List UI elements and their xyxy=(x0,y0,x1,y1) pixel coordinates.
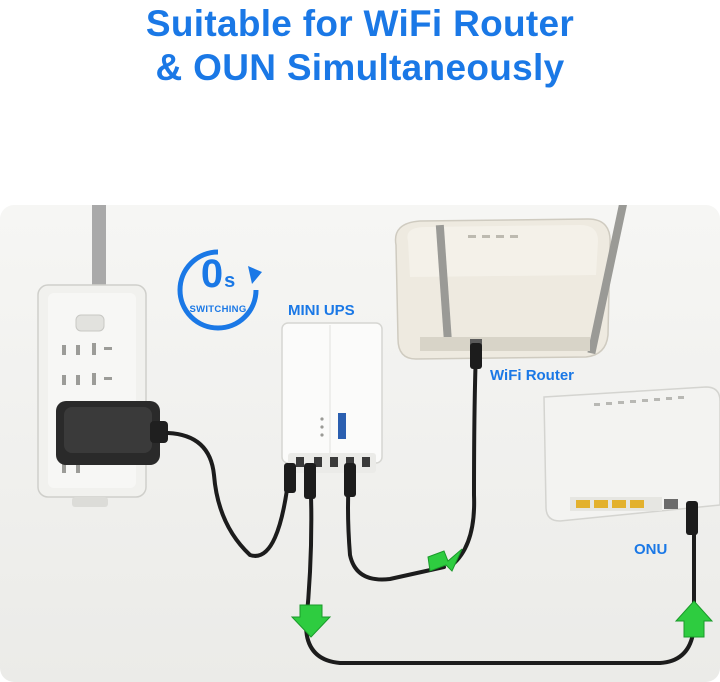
label-mini-ups: MINI UPS xyxy=(288,302,355,319)
power-adapter xyxy=(56,401,168,465)
flow-arrows xyxy=(290,548,714,638)
headline-line-1: Suitable for WiFi Router xyxy=(145,3,575,44)
headline-line-2: & OUN Simultaneously xyxy=(155,47,565,88)
wifi-router xyxy=(394,205,629,360)
mini-ups-device xyxy=(281,322,383,473)
onu-device xyxy=(543,386,720,522)
product-photo xyxy=(0,205,720,682)
switching-value: 0 xyxy=(200,252,224,296)
headline: Suitable for WiFi Router & OUN Simultane… xyxy=(0,2,720,90)
label-wifi-router: WiFi Router xyxy=(490,367,575,384)
switching-ring-icon xyxy=(177,249,262,331)
switching-badge: 0s SWITCHING xyxy=(164,246,272,332)
switching-caption: SWITCHING xyxy=(189,304,247,315)
switching-time: 0s xyxy=(186,252,250,303)
switching-unit: s xyxy=(224,270,236,292)
arrow-up-icon xyxy=(674,600,714,638)
label-onu: ONU xyxy=(634,541,668,558)
arrow-down-icon xyxy=(290,604,332,638)
arrow-right-icon xyxy=(427,548,463,572)
